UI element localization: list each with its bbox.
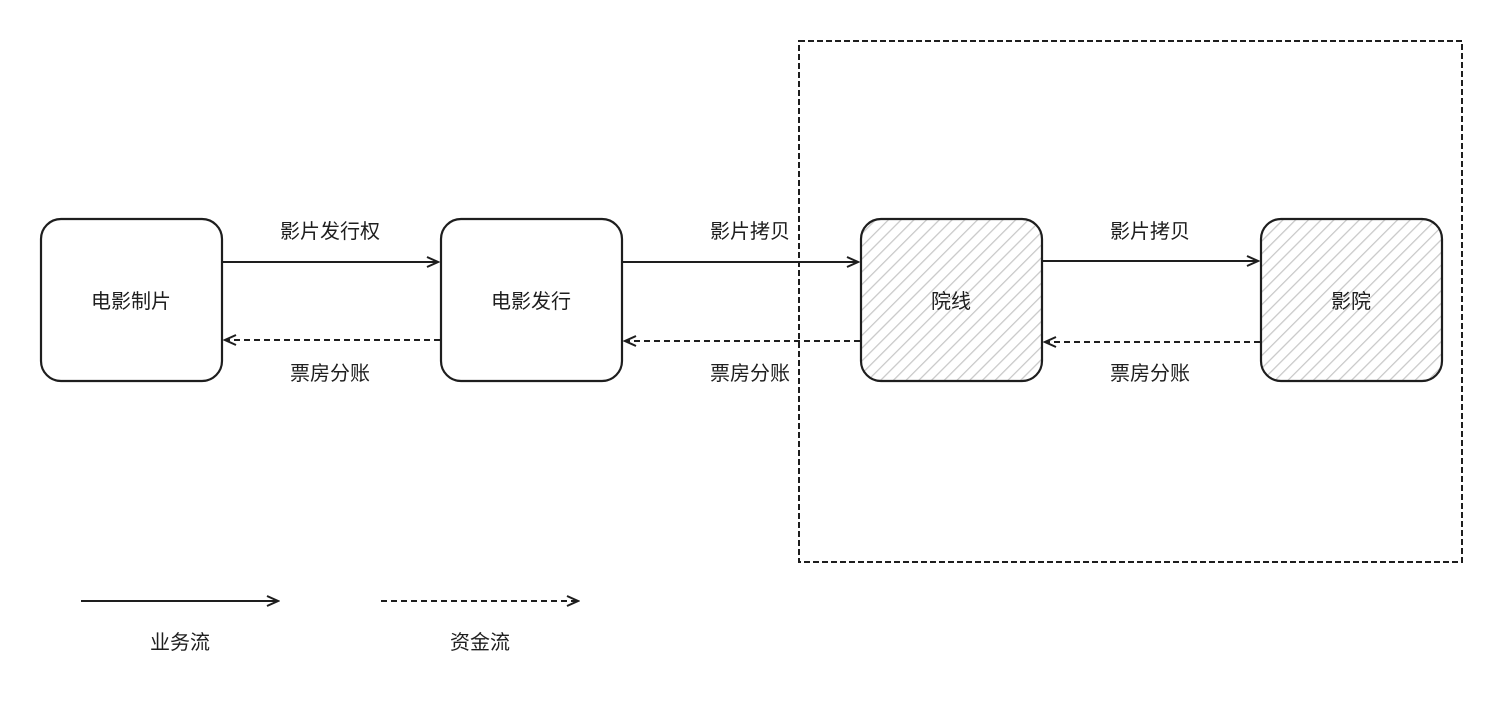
node-label: 电影发行 bbox=[491, 289, 571, 313]
edge-label: 影片拷贝 bbox=[710, 219, 790, 243]
node-cinema[interactable]: 影院 bbox=[1259, 217, 1444, 383]
edge-label: 票房分账 bbox=[710, 361, 790, 385]
node-film-production[interactable]: 电影制片 bbox=[39, 217, 224, 383]
node-film-distribution[interactable]: 电影发行 bbox=[439, 217, 624, 383]
edge-label: 影片拷贝 bbox=[1110, 219, 1190, 243]
edge-label: 票房分账 bbox=[290, 361, 370, 385]
legend: 业务流 资金流 bbox=[81, 601, 578, 654]
edge-label: 影片发行权 bbox=[280, 219, 380, 243]
legend-business-flow-label: 业务流 bbox=[150, 630, 210, 654]
node-cinema-chain[interactable]: 院线 bbox=[859, 217, 1044, 383]
legend-money-flow-label: 资金流 bbox=[450, 630, 510, 654]
node-label: 电影制片 bbox=[91, 289, 171, 313]
node-label: 院线 bbox=[931, 289, 971, 313]
edge-label: 票房分账 bbox=[1110, 361, 1190, 385]
node-label: 影院 bbox=[1331, 289, 1371, 313]
cinema-group-frame bbox=[798, 40, 1463, 563]
